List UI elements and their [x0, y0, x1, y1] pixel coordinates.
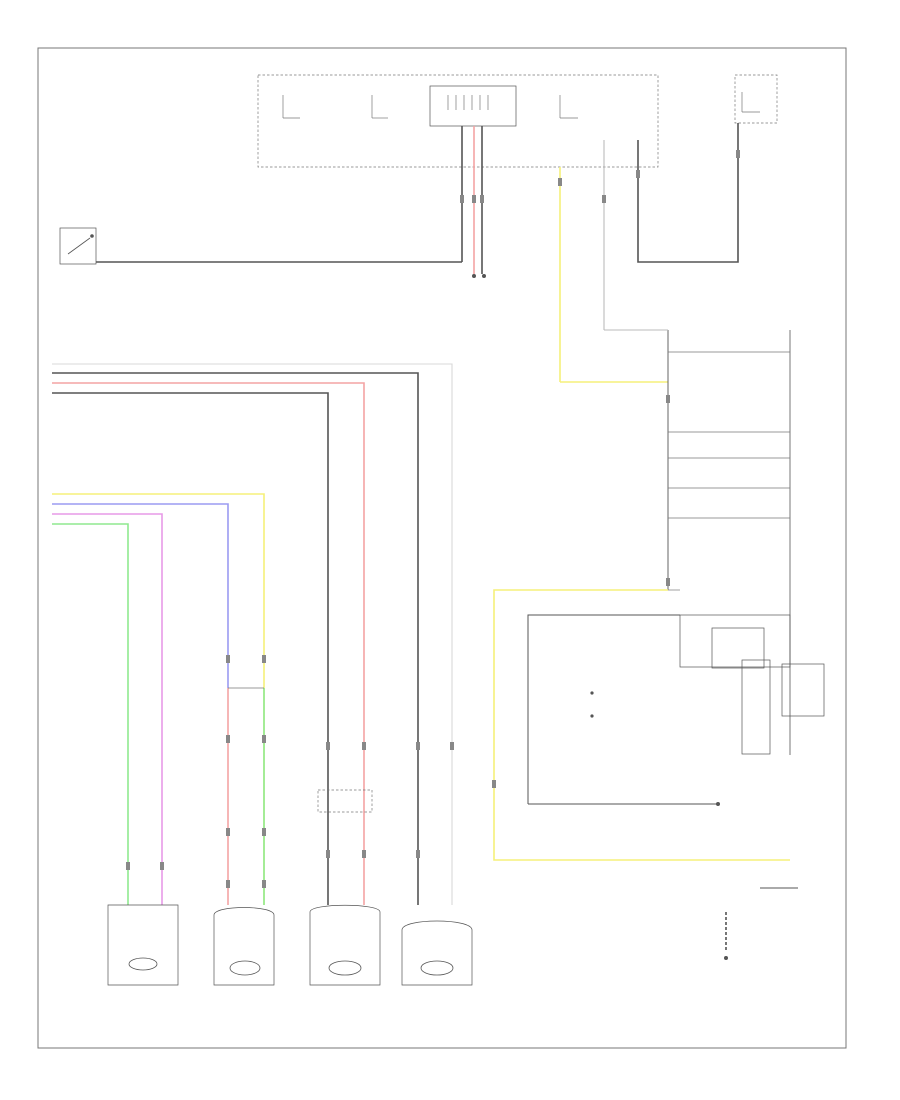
ground-point-bottom-right — [724, 887, 798, 960]
right-front-sensor — [213, 907, 275, 986]
connector-marks — [126, 150, 740, 888]
ground-point-upper — [472, 274, 486, 278]
left-rear-sensor — [401, 920, 473, 986]
upper-junction-box — [257, 74, 778, 168]
right-rear-sensor — [309, 904, 381, 986]
combination-meter-assembly — [604, 329, 825, 755]
junction-connector — [317, 789, 373, 813]
lower-control-module — [527, 614, 718, 805]
ground-point-lower — [716, 802, 720, 806]
sensor-bus-upper — [52, 363, 453, 905]
wire-yellow-lower-loop — [493, 589, 790, 861]
wire-black-right-loop — [637, 123, 739, 263]
left-front-sensor — [107, 904, 179, 986]
parking-brake-switch — [59, 227, 97, 265]
diagram-frame — [37, 47, 847, 1049]
sensor-bus-lower — [52, 493, 265, 905]
